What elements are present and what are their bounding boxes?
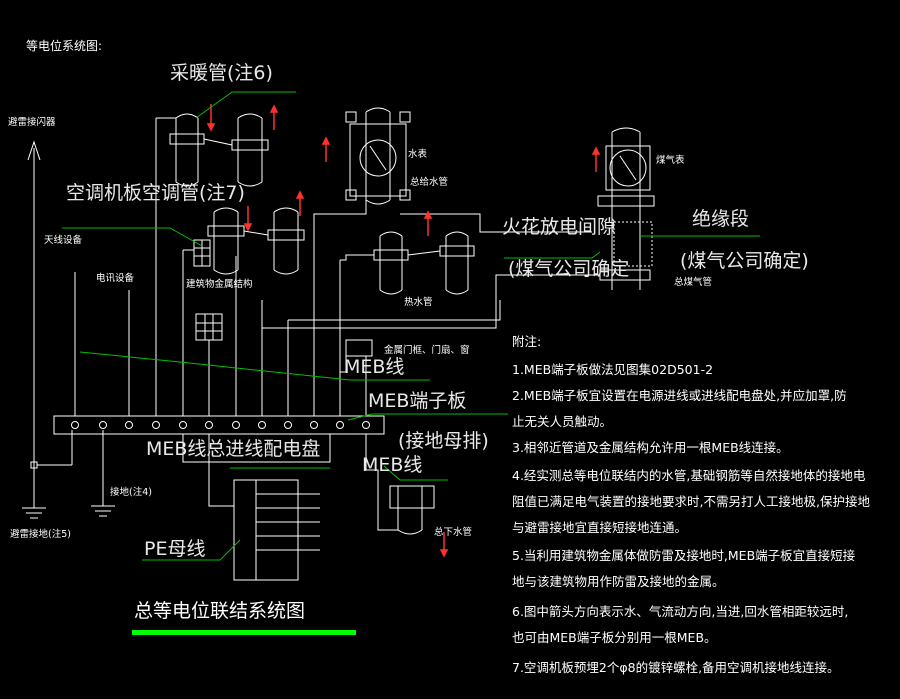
- meb-panel-label: MEB线总进线配电盘: [146, 438, 321, 460]
- note-line: 2.MEB端子板宜设置在电源进线或进线配电盘处,并应加罩,防: [512, 388, 847, 403]
- insulation-label: 绝缘段: [692, 208, 750, 230]
- note-line: 1.MEB端子板做法见图集02D501-2: [512, 362, 714, 377]
- main-gas-pipe-label: 总煤气管: [674, 277, 713, 288]
- heating-pipes: [169, 113, 269, 187]
- gas-meter-label: 煤气表: [656, 155, 685, 166]
- leader-lines: [62, 91, 760, 561]
- note-line: 地与该建筑物用作防雷及接地的金属。: [512, 574, 725, 589]
- pe-bus-panel: [233, 479, 299, 581]
- notes-heading: 附注:: [512, 334, 542, 349]
- ground-symbol: [91, 430, 115, 517]
- note-line: 阻值已满足电气装置的接地要求时,不需另打人工接地极,保护接地: [512, 494, 870, 509]
- spark-gap-label: 火花放电间隙: [502, 216, 617, 238]
- lightning-ground-symbol: [22, 500, 46, 519]
- insulation-note: (煤气公司确定): [680, 250, 809, 272]
- main-drain-pipe: [389, 485, 435, 535]
- metal-door-symbol: [345, 339, 373, 357]
- antenna-label: 天线设备: [44, 235, 83, 246]
- pe-bus-bars: [256, 493, 320, 551]
- hot-water-pipes: [373, 231, 475, 295]
- building-metal-grid: [195, 313, 223, 341]
- note-line: 7.空调机板预埋2个φ8的镀锌螺栓,备用空调机接地线连接。: [512, 660, 840, 675]
- lightning-ground-label: 避雷接地(注5): [10, 529, 71, 540]
- flow-arrows: [206, 104, 601, 558]
- telecom-label: 电讯设备: [96, 273, 135, 284]
- meb-terminal-board: [53, 415, 385, 435]
- pe-bus-label: PE母线: [144, 538, 206, 560]
- meb-line-label-1: MEB线: [344, 356, 405, 378]
- note-line: 止无关人员触动。: [512, 414, 613, 429]
- water-meter-label: 水表: [408, 149, 428, 160]
- ac-pipes: [193, 207, 305, 275]
- gas-meter-assembly: [597, 127, 655, 290]
- main-title: 总等电位联结系统图: [134, 600, 306, 622]
- hot-water-pipe-label: 热水管: [404, 297, 433, 308]
- main-water-supply-label: 总给水管: [410, 177, 449, 188]
- meb-terminals: [71, 421, 370, 429]
- lightning-rod-arrow: [27, 140, 41, 161]
- main-drain-label: 总下水管: [434, 527, 473, 538]
- diagram-title: 等电位系统图:: [26, 39, 103, 53]
- building-metal-label: 建筑物金属结构: [186, 279, 253, 290]
- note-line: 4.经实测总等电位联结内的水管,基础钢筋等自然接地体的接地电: [512, 468, 866, 483]
- ac-board-label: 空调机板空调管(注7): [66, 182, 245, 204]
- lightning-rod-label: 避雷接闪器: [8, 117, 56, 128]
- note-line: 3.相邻近管道及金属结构允许用一根MEB线连接。: [512, 440, 789, 455]
- ground-label: 接地(注4): [110, 487, 152, 498]
- note-line: 与避雷接地宜直接短接地连通。: [512, 520, 688, 535]
- heating-pipe-label: 采暖管(注6): [170, 62, 273, 84]
- note-line: 5.当利用建筑物金属体做防雷及接地时,MEB端子板宜直接短接: [512, 548, 856, 563]
- note-line: 6.图中箭头方向表示水、气流动方向,当进,回水管相距较远时,: [512, 604, 849, 619]
- ground-bus-label: (接地母排): [398, 430, 489, 452]
- meb-line-label-2: MEB线: [362, 454, 423, 476]
- meb-board-label: MEB端子板: [368, 390, 467, 412]
- note-line: 也可由MEB端子板分别用一根MEB。: [512, 630, 717, 645]
- metal-doors-label: 金属门框、门扇、窗: [384, 345, 470, 356]
- water-meter-assembly: [345, 107, 411, 205]
- spark-gap-note: (煤气公司确定: [508, 258, 630, 280]
- main-title-underline: [132, 630, 356, 635]
